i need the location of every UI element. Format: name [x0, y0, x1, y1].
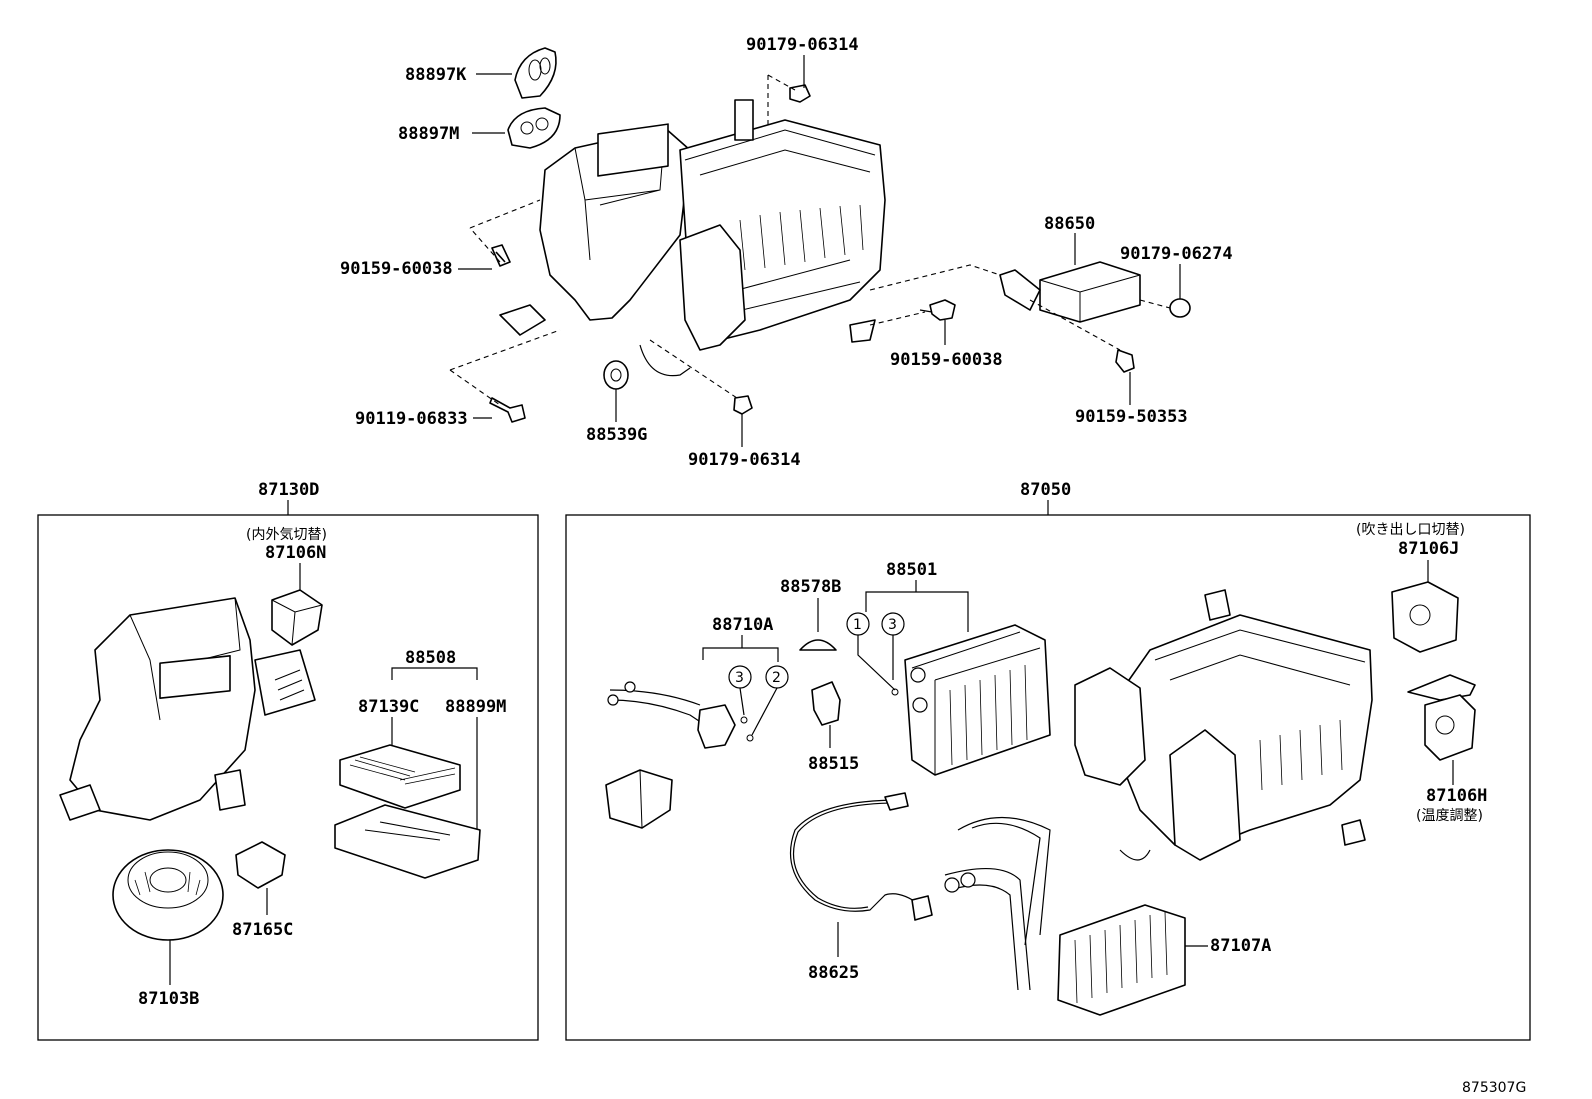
- label-90159-50353: 90159-50353: [1075, 407, 1188, 427]
- label-88578B: 88578B: [780, 577, 841, 597]
- air-filter-87139C: [339, 744, 461, 809]
- callout-3a-text: 3: [735, 670, 744, 686]
- label-90159-60038-left: 90159-60038: [340, 259, 453, 279]
- heater-unit-87050: [1074, 589, 1373, 861]
- label-87107A: 87107A: [1210, 936, 1271, 956]
- label-88539G: 88539G: [586, 425, 647, 445]
- label-88508: 88508: [405, 648, 456, 668]
- label-87106N-note: (内外気切替): [246, 527, 327, 543]
- seal-88897M: [507, 107, 561, 149]
- nut-90179-06314-top: [789, 84, 811, 103]
- label-90179-06274: 90179-06274: [1120, 244, 1233, 264]
- resistor-87165C: [235, 841, 286, 889]
- label-87106H: 87106H: [1426, 786, 1487, 806]
- label-88515: 88515: [808, 754, 859, 774]
- filter-case-88899M: [334, 804, 481, 879]
- screw-90159-60038-mid: [919, 299, 956, 321]
- label-87103B: 87103B: [138, 989, 199, 1009]
- label-87130D: 87130D: [258, 480, 319, 500]
- label-88899M: 88899M: [445, 697, 506, 717]
- left-subassembly-box: [37, 514, 539, 1041]
- label-87050: 87050: [1020, 480, 1071, 500]
- label-88897M: 88897M: [398, 124, 459, 144]
- heater-unit-assembly-top: [499, 99, 886, 377]
- grommet-88539G: [603, 360, 629, 390]
- screw-90159-60038-left: [491, 244, 511, 267]
- evaporator-88501: [904, 624, 1051, 776]
- servo-motor-87106H: [1407, 674, 1476, 761]
- label-87106J: 87106J: [1398, 539, 1459, 559]
- label-88625: 88625: [808, 963, 859, 983]
- thermistor-88515: [811, 681, 841, 726]
- expansion-valve-88710A: [607, 681, 736, 749]
- label-87139C: 87139C: [358, 697, 419, 717]
- amplifier-88650: [999, 261, 1141, 323]
- servo-motor-87106N: [271, 589, 323, 646]
- harness-88625: [789, 792, 933, 921]
- label-88501: 88501: [886, 560, 937, 580]
- blower-case: [59, 597, 316, 821]
- screw-90159-50353: [1115, 349, 1135, 373]
- servo-motor-87106J: [1391, 581, 1459, 653]
- callout-3b-text: 3: [888, 617, 897, 633]
- label-90179-06314-bottom: 90179-06314: [688, 450, 801, 470]
- nut-90179-06314-bottom: [733, 395, 753, 415]
- blower-motor-87103B: [112, 849, 224, 941]
- label-90119-06833: 90119-06833: [355, 409, 468, 429]
- label-90159-60038-mid: 90159-60038: [890, 350, 1003, 370]
- label-87165C: 87165C: [232, 920, 293, 940]
- seal-88897K: [514, 47, 557, 99]
- label-88650: 88650: [1044, 214, 1095, 234]
- insulator-pad: [605, 769, 673, 829]
- label-88897K: 88897K: [405, 65, 467, 85]
- figure-id: 875307G: [1462, 1080, 1526, 1096]
- label-87106H-note: (温度調整): [1416, 808, 1483, 824]
- callout-1-text: 1: [853, 617, 862, 633]
- heater-core-87107A: [944, 817, 1186, 1016]
- label-87106J-note: (吹き出し口切替): [1356, 522, 1465, 538]
- bolt-90119-06833: [489, 397, 526, 423]
- nut-90179-06274: [1169, 298, 1191, 318]
- grommet-88578B: [799, 639, 837, 651]
- label-87106N: 87106N: [265, 543, 326, 563]
- callout-2-text: 2: [772, 670, 781, 686]
- right-subassembly-box: [565, 514, 1531, 1041]
- label-88710A: 88710A: [712, 615, 773, 635]
- label-90179-06314-top: 90179-06314: [746, 35, 859, 55]
